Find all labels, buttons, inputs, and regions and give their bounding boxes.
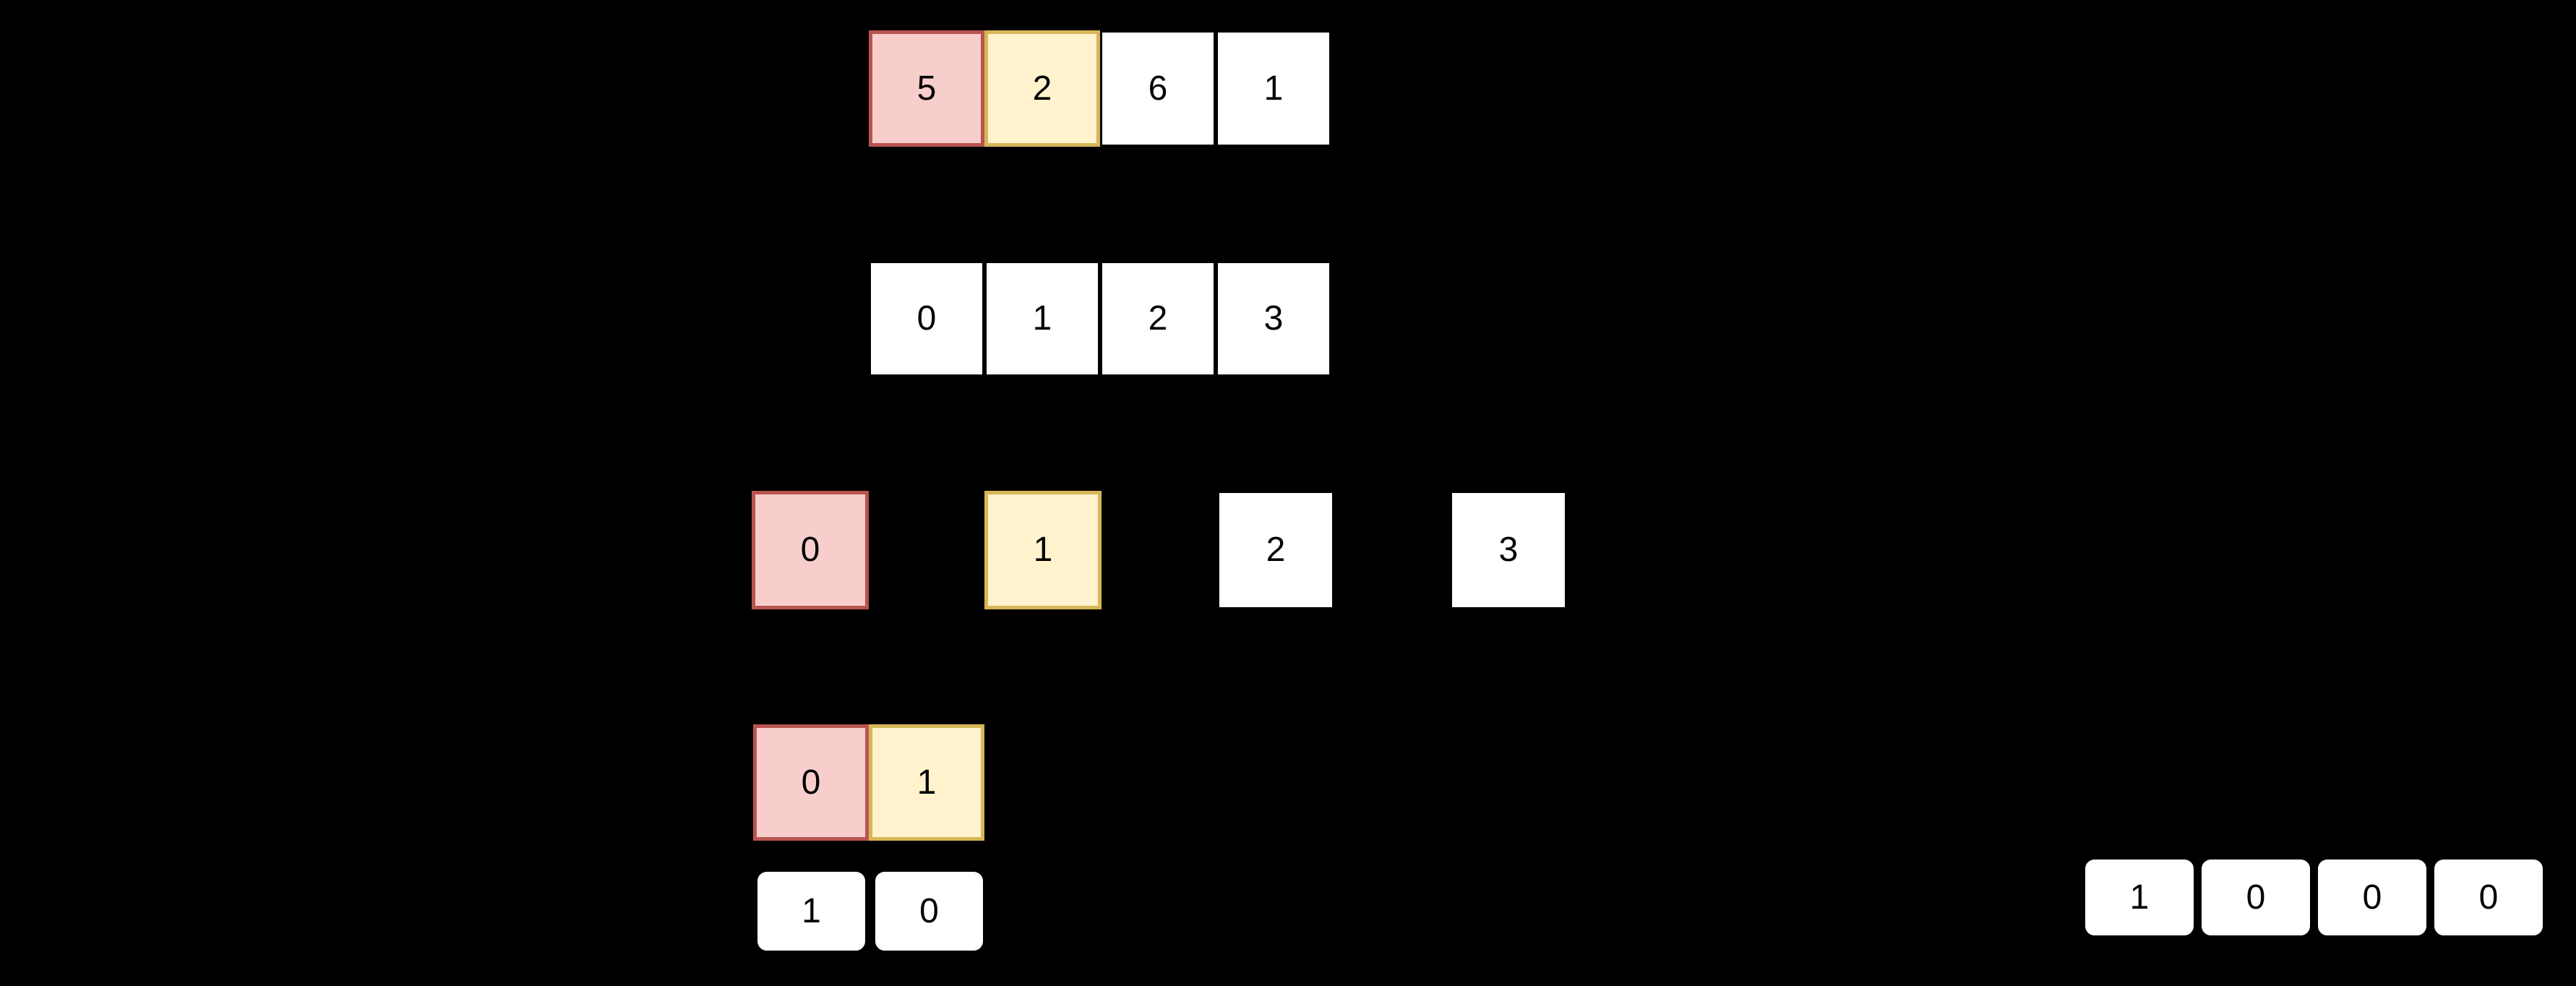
array-cell: 2 <box>1100 261 1216 377</box>
array-cell: 0 <box>2316 857 2429 938</box>
array-cell: 1 <box>984 261 1100 377</box>
array-cell: 0 <box>753 724 869 841</box>
array-cell: 3 <box>1450 491 1567 609</box>
array-cell: 0 <box>2432 857 2545 938</box>
array-cell: 0 <box>873 870 985 953</box>
array-cell: 6 <box>1100 30 1216 147</box>
array-cell: 1 <box>755 870 867 953</box>
array-cell: 0 <box>869 261 984 377</box>
array-cell: 3 <box>1216 261 1331 377</box>
array-cell: 2 <box>984 30 1100 147</box>
array-cell: 1 <box>984 491 1102 609</box>
array-cell: 0 <box>752 491 869 609</box>
array-cell: 1 <box>869 724 984 841</box>
array-cell: 5 <box>869 30 984 147</box>
array-cell: 1 <box>2083 857 2196 938</box>
array-cell: 1 <box>1216 30 1331 147</box>
array-cell: 2 <box>1217 491 1334 609</box>
array-cell: 0 <box>2199 857 2312 938</box>
